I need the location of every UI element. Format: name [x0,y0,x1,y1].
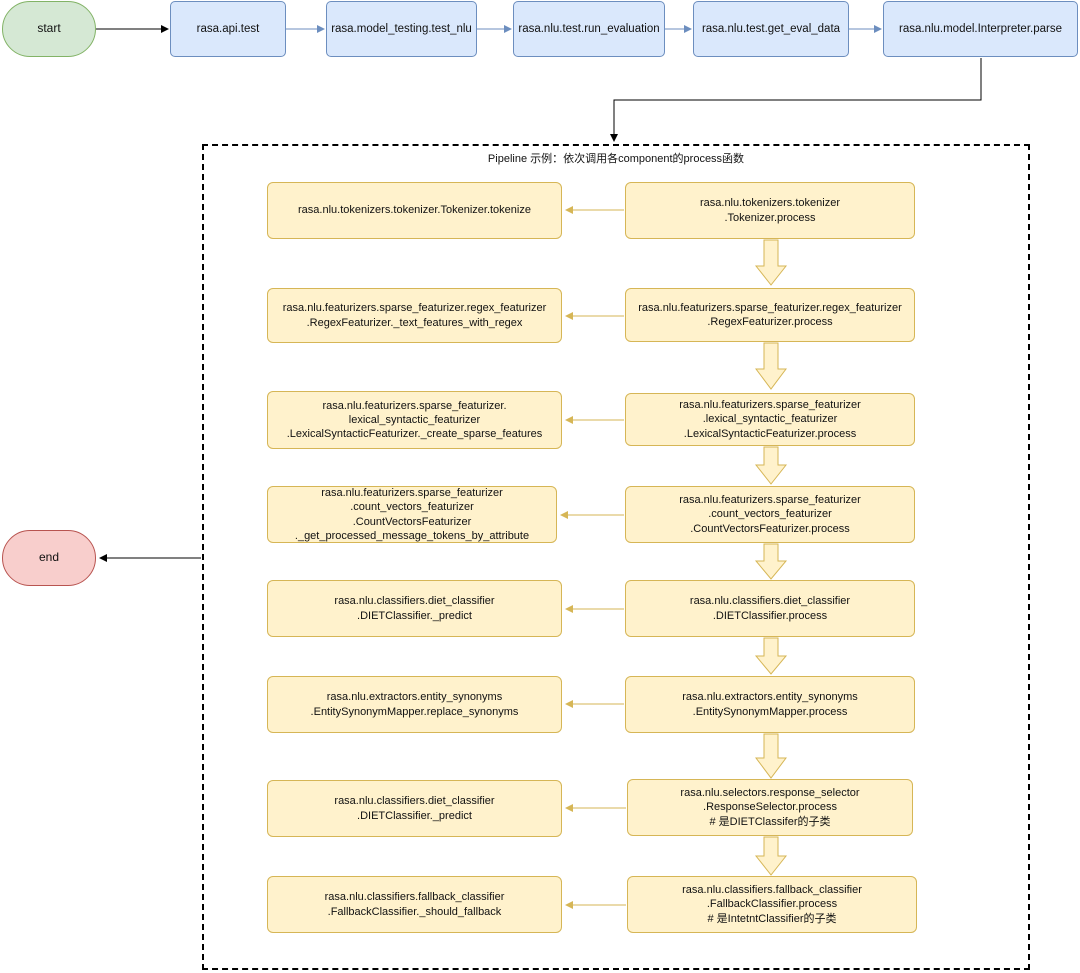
step-process-node: rasa.nlu.classifiers.diet_classifier .DI… [625,580,915,637]
block-arrow-3 [754,446,788,485]
step-method-node: rasa.nlu.featurizers.sparse_featurizer.r… [267,288,562,343]
interpreter-parse-label: rasa.nlu.model.Interpreter.parse [898,22,1062,35]
step-method-node: rasa.nlu.classifiers.diet_classifier .DI… [267,780,562,837]
step-method-label: rasa.nlu.featurizers.sparse_featurizer.r… [282,302,547,329]
step-process-label: rasa.nlu.classifiers.fallback_classifier… [682,884,862,925]
block-arrow-5 [754,637,788,675]
step-method-label: rasa.nlu.classifiers.fallback_classifier… [324,891,505,918]
step-process-node: rasa.nlu.tokenizers.tokenizer .Tokenizer… [625,182,915,239]
api-test-label: rasa.api.test [196,22,260,35]
step-method-label: rasa.nlu.classifiers.diet_classifier .DI… [334,595,495,622]
step-method-node: rasa.nlu.classifiers.diet_classifier .DI… [267,580,562,637]
step-process-label: rasa.nlu.featurizers.sparse_featurizer .… [679,399,861,440]
step-process-node: rasa.nlu.classifiers.fallback_classifier… [627,876,917,933]
step-method-node: rasa.nlu.featurizers.sparse_featurizer .… [267,486,557,543]
block-arrow-1 [754,239,788,286]
start-node: start [2,1,96,57]
step-process-label: rasa.nlu.tokenizers.tokenizer .Tokenizer… [699,197,840,224]
step-method-label: rasa.nlu.classifiers.diet_classifier .DI… [334,795,495,822]
step-process-node: rasa.nlu.extractors.entity_synonyms .Ent… [625,676,915,733]
step-process-node: rasa.nlu.featurizers.sparse_featurizer.r… [625,288,915,342]
step-process-label: rasa.nlu.featurizers.sparse_featurizer .… [679,494,861,535]
edge-parse-pipeline [610,58,982,142]
run-evaluation-node: rasa.nlu.test.run_evaluation [513,1,665,57]
step-process-label: rasa.nlu.selectors.response_selector .Re… [680,787,860,828]
run-evaluation-label: rasa.nlu.test.run_evaluation [518,22,660,35]
step-method-node: rasa.nlu.featurizers.sparse_featurizer. … [267,391,562,449]
step-process-label: rasa.nlu.featurizers.sparse_featurizer.r… [638,301,902,328]
step-method-label: rasa.nlu.extractors.entity_synonyms .Ent… [310,691,519,718]
test-nlu-label: rasa.model_testing.test_nlu [331,22,472,35]
step-method-label: rasa.nlu.featurizers.sparse_featurizer .… [294,486,530,542]
step-method-node: rasa.nlu.extractors.entity_synonyms .Ent… [267,676,562,733]
pipeline-container [202,144,1030,970]
step-process-node: rasa.nlu.featurizers.sparse_featurizer .… [625,486,915,543]
step-process-label: rasa.nlu.extractors.entity_synonyms .Ent… [682,691,858,718]
end-node: end [2,530,96,586]
block-arrow-7 [754,836,788,876]
step-method-node: rasa.nlu.classifiers.fallback_classifier… [267,876,562,933]
step-method-node: rasa.nlu.tokenizers.tokenizer.Tokenizer.… [267,182,562,239]
start-label: start [37,21,61,36]
test-nlu-node: rasa.model_testing.test_nlu [326,1,477,57]
api-test-node: rasa.api.test [170,1,286,57]
pipeline-title: Pipeline 示例：依次调用各component的process函数 [487,153,745,165]
step-process-node: rasa.nlu.featurizers.sparse_featurizer .… [625,393,915,446]
get-eval-data-label: rasa.nlu.test.get_eval_data [701,22,841,35]
block-arrow-4 [754,543,788,580]
step-method-label: rasa.nlu.tokenizers.tokenizer.Tokenizer.… [298,204,531,217]
step-method-label: rasa.nlu.featurizers.sparse_featurizer. … [286,399,543,441]
get-eval-data-node: rasa.nlu.test.get_eval_data [693,1,849,57]
interpreter-parse-node: rasa.nlu.model.Interpreter.parse [883,1,1078,57]
block-arrow-6 [755,733,787,779]
step-process-label: rasa.nlu.classifiers.diet_classifier .DI… [689,595,851,622]
step-process-node: rasa.nlu.selectors.response_selector .Re… [627,779,913,836]
block-arrow-2 [755,342,787,390]
end-label: end [38,550,60,565]
